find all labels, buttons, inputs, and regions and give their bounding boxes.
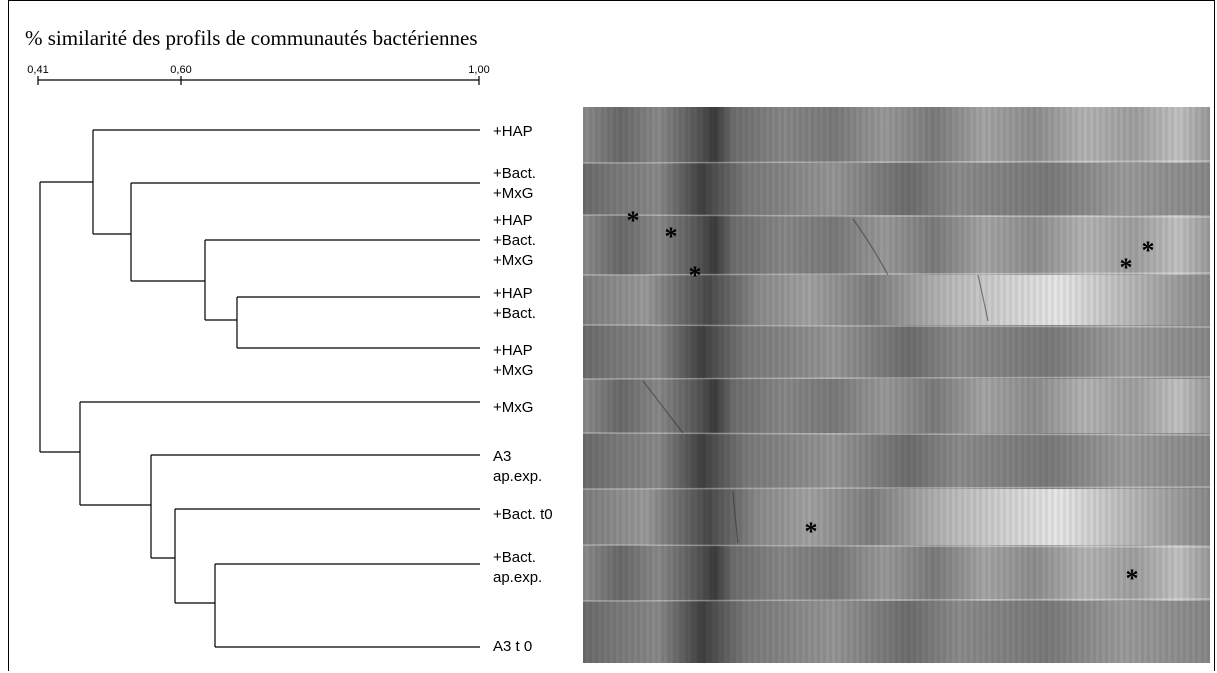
- leaf-label-3: +HAP +Bact. +MxG: [493, 212, 536, 269]
- figure-title: % similarité des profils de communautés …: [25, 26, 478, 50]
- leaf-label-6: +MxG: [493, 399, 534, 416]
- dgge-gel-image: * * * * * * *: [583, 107, 1210, 663]
- leaf-label-9: +Bact. ap.exp.: [493, 549, 543, 586]
- leaf-label-4: +HAP +Bact.: [493, 285, 536, 322]
- scale-tick-label-2: 1,00: [468, 64, 490, 76]
- figure-frame: [8, 0, 1215, 671]
- marker-asterisk-5: *: [1119, 252, 1133, 282]
- leaf-label-7: A3 ap.exp.: [493, 448, 543, 485]
- dendrogram: [37, 76, 480, 648]
- marker-asterisk-3: *: [688, 260, 702, 290]
- marker-asterisk-6: *: [804, 516, 818, 546]
- marker-asterisk-2: *: [664, 221, 678, 251]
- leaf-label-5: +HAP +MxG: [493, 342, 534, 379]
- leaf-label-8: +Bact. t0: [493, 506, 553, 523]
- scale-tick-label-1: 0,60: [170, 64, 192, 76]
- marker-asterisk-1: *: [626, 205, 640, 235]
- leaf-label-10: A3 t 0: [493, 638, 533, 655]
- marker-asterisk-7: *: [1125, 563, 1139, 593]
- leaf-label-2: +Bact. +MxG: [493, 165, 536, 202]
- scale-tick-label-0: 0,41: [27, 64, 49, 76]
- marker-asterisk-4: *: [1141, 235, 1155, 265]
- leaf-label-1: +HAP: [493, 123, 533, 140]
